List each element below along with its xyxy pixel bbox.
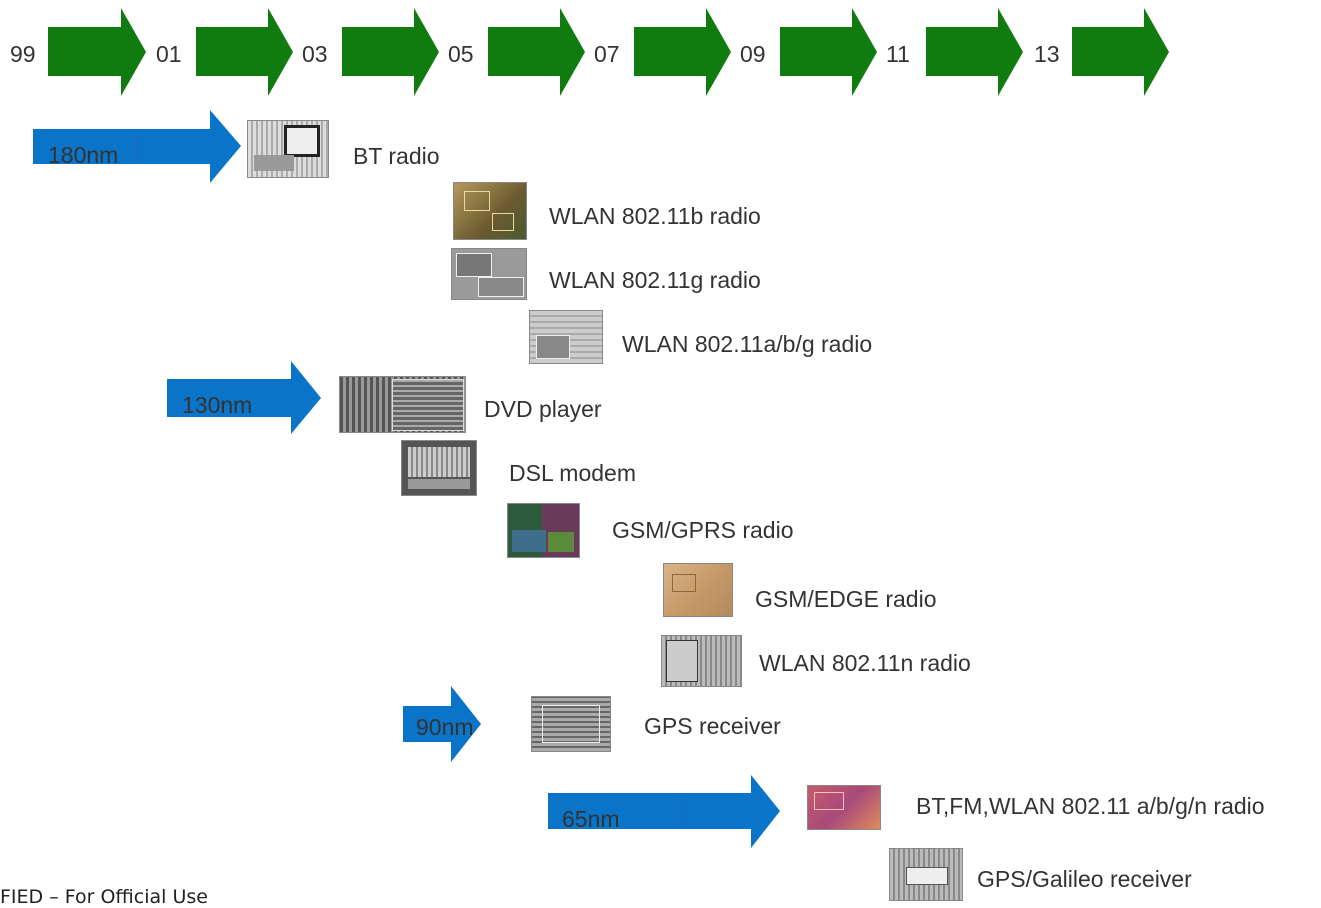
die-photo-dsl: [401, 440, 477, 496]
year-label: 01: [156, 41, 182, 67]
product-label: DVD player: [484, 396, 602, 422]
year-label: 03: [302, 41, 328, 67]
node-arrows: [33, 110, 780, 848]
timeline-arrow-1: [48, 8, 146, 96]
die-photo-bt-fm-wlan: [807, 785, 881, 830]
die-photo-gsm-edge: [663, 563, 733, 617]
product-label: GPS/Galileo receiver: [977, 866, 1192, 892]
node-arrow-65nm: [548, 775, 780, 848]
node-label-130nm: 130nm: [182, 392, 253, 418]
node-arrow-90nm: [403, 686, 481, 762]
year-label: 09: [740, 41, 766, 67]
product-label: WLAN 802.11g radio: [549, 267, 761, 293]
year-label: 05: [448, 41, 474, 67]
die-photo-wlan-b: [453, 182, 527, 240]
timeline-arrows: [48, 8, 1169, 96]
timeline-arrow-4: [488, 8, 585, 96]
year-label: 13: [1034, 41, 1060, 67]
node-label-180nm: 180nm: [48, 142, 119, 168]
die-photo-gps: [531, 696, 611, 752]
product-label: GPS receiver: [644, 713, 781, 739]
timeline-arrow-7: [926, 8, 1023, 96]
node-label-90nm: 90nm: [416, 714, 474, 740]
year-label: 11: [886, 41, 910, 67]
timeline-arrow-2: [196, 8, 293, 96]
timeline-arrow-8: [1072, 8, 1169, 96]
die-photo-wlan-g: [451, 248, 527, 300]
year-label: 07: [594, 41, 620, 67]
timeline-arrow-3: [342, 8, 439, 96]
product-label: WLAN 802.11a/b/g radio: [622, 331, 873, 357]
product-label: BT radio: [353, 143, 440, 169]
timeline-arrow-5: [634, 8, 731, 96]
footer-classification: FIED – For Official Use: [0, 886, 208, 908]
die-photo-wlan-abg: [529, 310, 603, 364]
die-photo-wlan-n: [661, 635, 742, 687]
timeline-arrow-6: [780, 8, 877, 96]
die-photo-gsm-gprs: [507, 503, 580, 558]
product-label: WLAN 802.11b radio: [549, 203, 761, 229]
year-label: 99: [10, 41, 36, 67]
product-label: WLAN 802.11n radio: [759, 650, 971, 676]
product-label: DSL modem: [509, 460, 636, 486]
node-arrow-130nm: [167, 361, 321, 434]
node-label-65nm: 65nm: [562, 806, 620, 832]
die-photo-bt-radio: [247, 120, 329, 178]
product-label: GSM/EDGE radio: [755, 586, 937, 612]
product-label: GSM/GPRS radio: [612, 517, 794, 543]
die-photo-gps-galileo: [889, 848, 963, 901]
product-label: BT,FM,WLAN 802.11 a/b/g/n radio: [916, 793, 1265, 819]
die-photo-dvd: [339, 376, 466, 433]
